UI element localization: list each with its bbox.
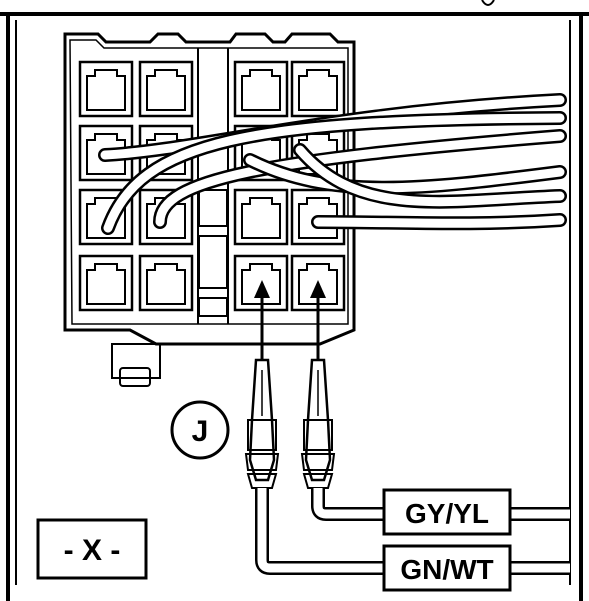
cavity-latch xyxy=(298,263,338,305)
terminal-right xyxy=(300,358,336,489)
cavity-latch xyxy=(86,263,126,305)
view-label-box: - X - xyxy=(36,518,148,580)
harness-wires xyxy=(98,93,567,235)
cavity-latch xyxy=(146,263,186,305)
terminal-left xyxy=(244,358,280,489)
cavity-latch xyxy=(241,197,281,239)
cavity-latch xyxy=(146,133,186,175)
cavity-latch xyxy=(298,197,338,239)
wire-label-gy-yl-text: GY/YL xyxy=(405,498,489,529)
cavity-latch xyxy=(146,69,186,111)
callout-letter: J xyxy=(192,415,209,448)
wire-label-gn-wt-text: GN/WT xyxy=(400,554,493,585)
callout-circle: J xyxy=(170,400,230,460)
cavity-latch xyxy=(298,69,338,111)
cavity-latch xyxy=(241,263,281,305)
wire-label-gn-wt: GN/WT xyxy=(382,544,512,592)
cavity-latch xyxy=(86,69,126,111)
view-label-text: - X - xyxy=(64,534,121,567)
insertion-arrows xyxy=(254,280,326,360)
cavity-latch xyxy=(86,133,126,175)
cavity-latch xyxy=(241,69,281,111)
wire-label-gy-yl: GY/YL xyxy=(382,488,512,536)
lead-wires xyxy=(255,488,570,575)
